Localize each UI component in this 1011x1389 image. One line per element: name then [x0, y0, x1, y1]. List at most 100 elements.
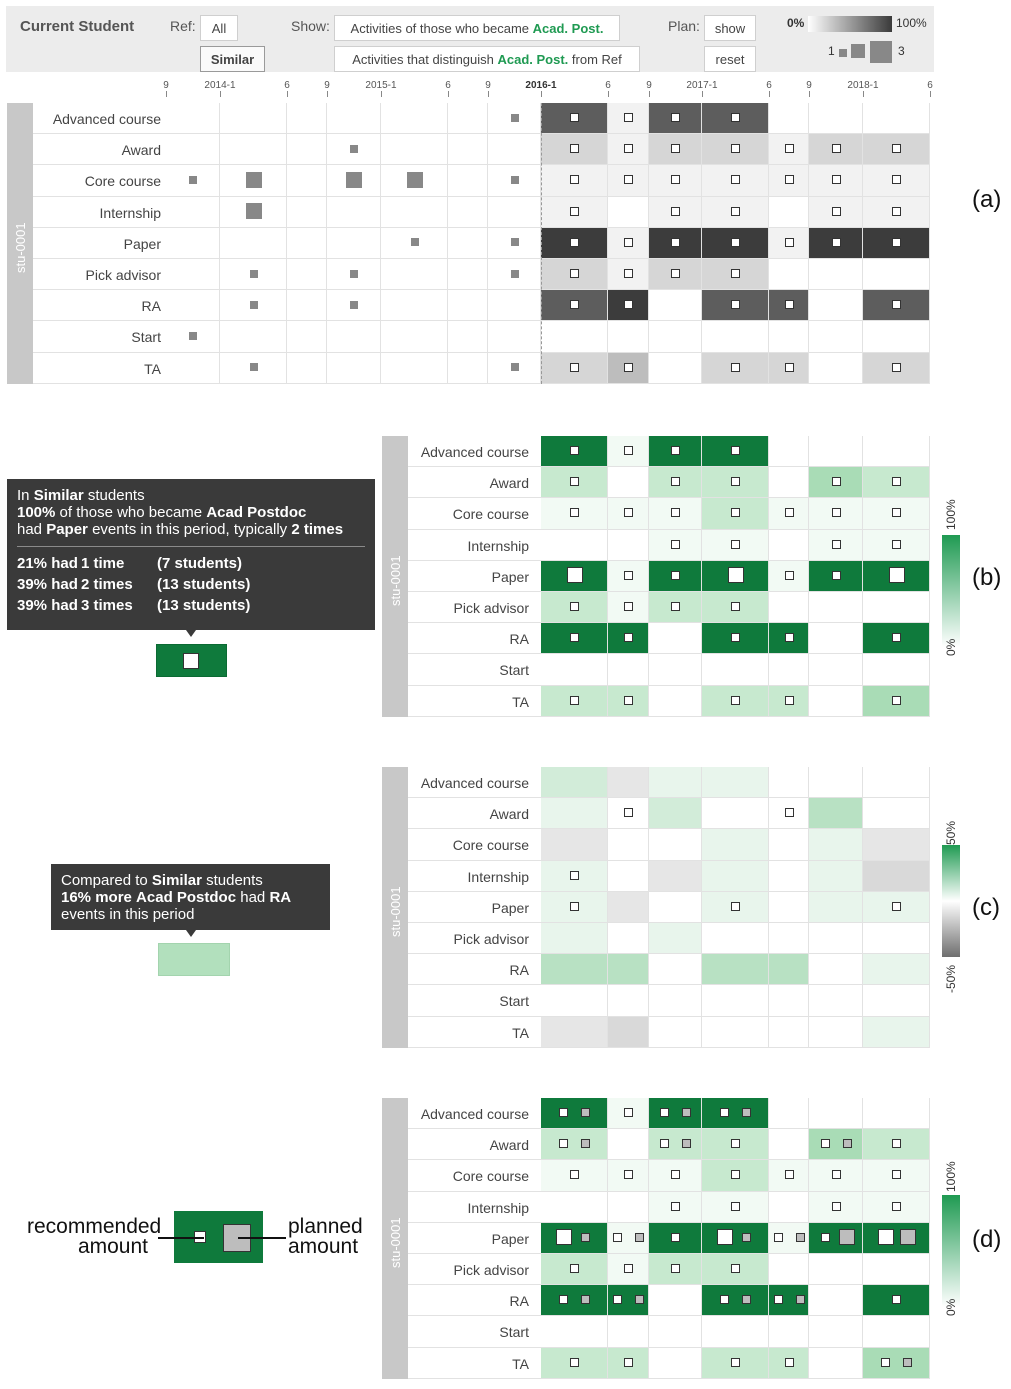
grid-cell[interactable]: [220, 196, 287, 228]
grid-cell[interactable]: [702, 467, 769, 499]
grid-cell[interactable]: [769, 1129, 809, 1161]
grid-cell[interactable]: [863, 321, 930, 353]
grid-cell[interactable]: [608, 985, 649, 1017]
grid-cell[interactable]: [702, 321, 769, 353]
grid-cell[interactable]: [863, 352, 930, 384]
grid-cell[interactable]: [541, 623, 608, 655]
grid-cell[interactable]: [541, 103, 608, 135]
grid-cell[interactable]: [863, 1222, 930, 1254]
grid-cell[interactable]: [541, 592, 608, 624]
grid-cell[interactable]: [809, 321, 863, 353]
grid-cell[interactable]: [702, 134, 769, 166]
grid-cell[interactable]: [702, 1316, 769, 1348]
grid-cell[interactable]: [702, 654, 769, 686]
grid-cell[interactable]: [608, 1191, 649, 1223]
grid-cell[interactable]: [608, 1016, 649, 1048]
grid-cell[interactable]: [863, 227, 930, 259]
grid-cell[interactable]: [649, 985, 702, 1017]
grid-cell[interactable]: [702, 290, 769, 322]
grid-cell[interactable]: [649, 954, 702, 986]
grid-cell[interactable]: [327, 165, 381, 197]
grid-cell[interactable]: [809, 1254, 863, 1286]
grid-cell[interactable]: [769, 165, 809, 197]
grid-cell[interactable]: [608, 196, 649, 228]
grid-cell[interactable]: [769, 196, 809, 228]
grid-cell[interactable]: [608, 529, 649, 561]
grid-cell[interactable]: [649, 103, 702, 135]
grid-cell[interactable]: [769, 954, 809, 986]
grid-cell[interactable]: [769, 227, 809, 259]
grid-cell[interactable]: [488, 134, 541, 166]
grid-cell[interactable]: [702, 592, 769, 624]
grid-cell[interactable]: [327, 321, 381, 353]
grid-cell[interactable]: [702, 1191, 769, 1223]
grid-cell[interactable]: [702, 196, 769, 228]
grid-cell[interactable]: [702, 436, 769, 468]
show-activities-button[interactable]: Activities of those who became Acad. Pos…: [334, 15, 620, 41]
grid-cell[interactable]: [488, 259, 541, 291]
grid-cell[interactable]: [769, 1347, 809, 1379]
grid-cell[interactable]: [809, 798, 863, 830]
grid-cell[interactable]: [608, 1129, 649, 1161]
grid-cell[interactable]: [809, 767, 863, 799]
grid-cell[interactable]: [809, 165, 863, 197]
grid-cell[interactable]: [769, 860, 809, 892]
grid-cell[interactable]: [809, 134, 863, 166]
grid-cell[interactable]: [649, 436, 702, 468]
grid-cell[interactable]: [608, 767, 649, 799]
grid-cell[interactable]: [769, 259, 809, 291]
grid-cell[interactable]: [649, 134, 702, 166]
grid-cell[interactable]: [287, 290, 327, 322]
grid-cell[interactable]: [769, 623, 809, 655]
grid-cell[interactable]: [769, 134, 809, 166]
grid-cell[interactable]: [649, 1222, 702, 1254]
grid-cell[interactable]: [608, 227, 649, 259]
grid-cell[interactable]: [809, 685, 863, 717]
grid-cell[interactable]: [327, 290, 381, 322]
grid-cell[interactable]: [769, 767, 809, 799]
grid-cell[interactable]: [702, 685, 769, 717]
grid-cell[interactable]: [702, 1098, 769, 1130]
grid-cell[interactable]: [649, 798, 702, 830]
grid-cell[interactable]: [608, 560, 649, 592]
grid-cell[interactable]: [863, 529, 930, 561]
grid-cell[interactable]: [541, 654, 608, 686]
grid-cell[interactable]: [863, 1098, 930, 1130]
grid-cell[interactable]: [702, 1129, 769, 1161]
grid-cell[interactable]: [809, 829, 863, 861]
grid-cell[interactable]: [769, 1016, 809, 1048]
grid-cell[interactable]: [809, 1347, 863, 1379]
grid-cell[interactable]: [448, 352, 488, 384]
grid-cell[interactable]: [541, 196, 608, 228]
grid-cell[interactable]: [608, 1285, 649, 1317]
grid-cell[interactable]: [809, 436, 863, 468]
ref-all-button[interactable]: All: [200, 15, 238, 41]
grid-cell[interactable]: [608, 923, 649, 955]
grid-cell[interactable]: [166, 103, 220, 135]
grid-cell[interactable]: [863, 1285, 930, 1317]
grid-cell[interactable]: [608, 134, 649, 166]
grid-cell[interactable]: [448, 321, 488, 353]
grid-cell[interactable]: [863, 498, 930, 530]
grid-cell[interactable]: [809, 529, 863, 561]
grid-cell[interactable]: [608, 1222, 649, 1254]
grid-cell[interactable]: [166, 227, 220, 259]
grid-cell[interactable]: [448, 134, 488, 166]
grid-cell[interactable]: [541, 227, 608, 259]
show-distinguish-button[interactable]: Activities that distinguish Acad. Post. …: [334, 46, 640, 72]
grid-cell[interactable]: [649, 259, 702, 291]
grid-cell[interactable]: [541, 290, 608, 322]
grid-cell[interactable]: [702, 860, 769, 892]
grid-cell[interactable]: [863, 592, 930, 624]
grid-cell[interactable]: [769, 436, 809, 468]
grid-cell[interactable]: [488, 196, 541, 228]
grid-cell[interactable]: [287, 103, 327, 135]
grid-cell[interactable]: [863, 767, 930, 799]
grid-cell[interactable]: [166, 321, 220, 353]
grid-cell[interactable]: [649, 1285, 702, 1317]
grid-cell[interactable]: [166, 352, 220, 384]
grid-cell[interactable]: [769, 103, 809, 135]
grid-cell[interactable]: [220, 321, 287, 353]
grid-cell[interactable]: [608, 891, 649, 923]
grid-cell[interactable]: [381, 259, 448, 291]
